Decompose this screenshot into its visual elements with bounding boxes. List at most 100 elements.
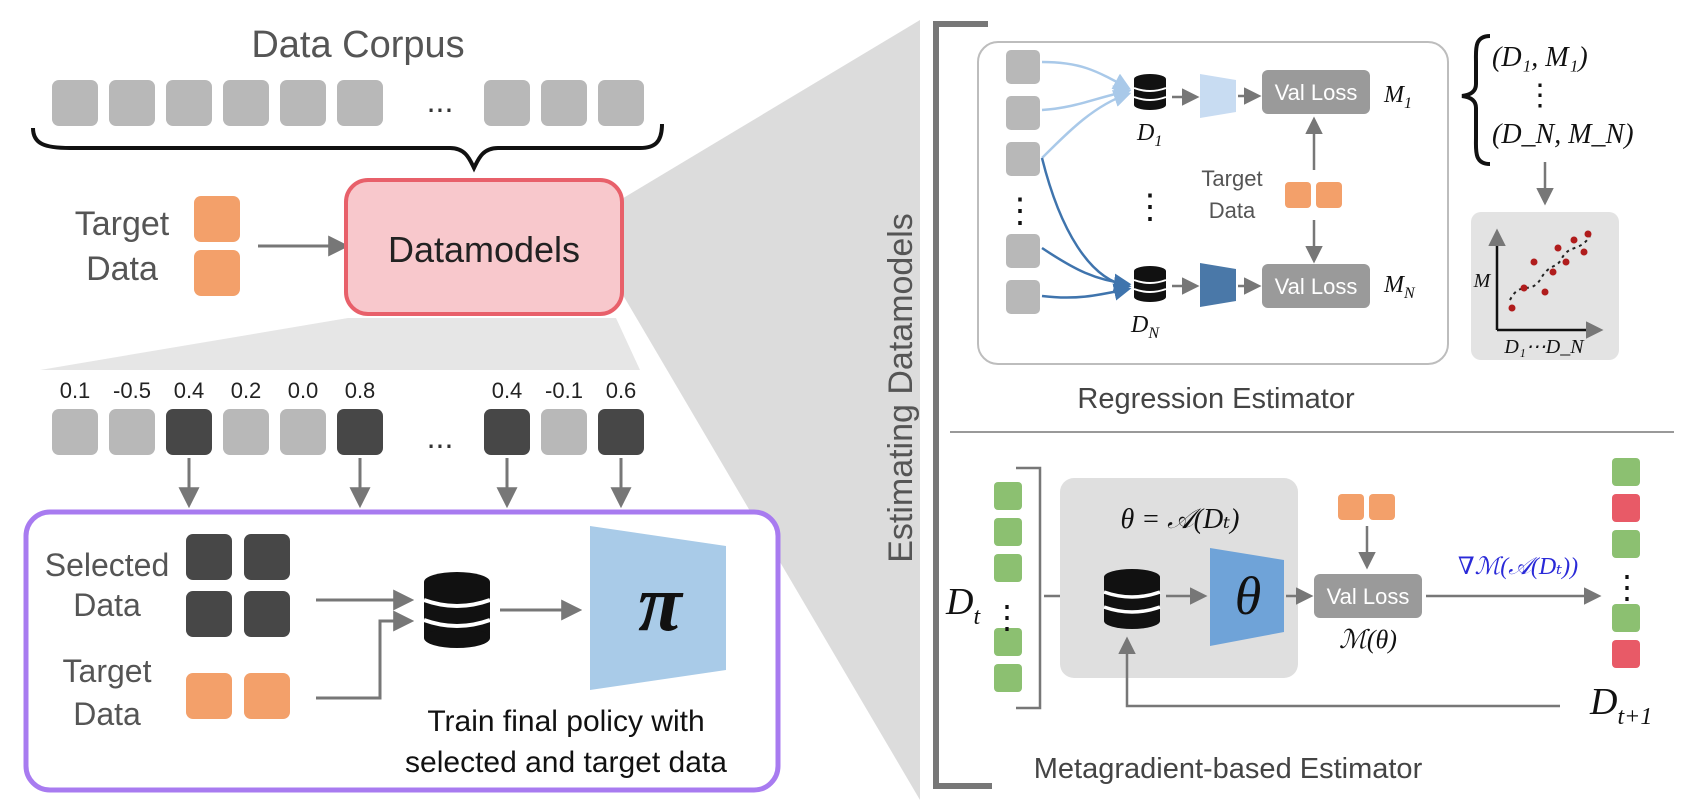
corpus-block (166, 80, 212, 126)
target-label-1: Target (75, 205, 170, 243)
selected-label-1: Selected (45, 547, 170, 583)
score-label: 0.4 (492, 378, 523, 403)
scatter-xlabel: D₁⋯D_N (1503, 336, 1585, 358)
target2-label-2: Data (73, 696, 141, 732)
theta-equation: θ = 𝒜(Dₜ) (1121, 504, 1240, 535)
target2-block-2 (244, 673, 290, 719)
db-icon-d1 (1133, 74, 1167, 110)
theta-symbol: θ (1235, 566, 1262, 626)
regression-sample-block (1006, 96, 1040, 130)
pairs-brace (1461, 34, 1491, 166)
corpus-block (280, 80, 326, 126)
dt-label: Dt (945, 581, 981, 630)
pair-n: (D_N, M_N) (1492, 119, 1634, 150)
val-loss-1-label: Val Loss (1275, 80, 1358, 105)
dt1-block-red (1612, 640, 1640, 668)
score-block (280, 409, 326, 455)
score-label: 0.1 (60, 378, 91, 403)
reg-target-label-1: Target (1201, 166, 1262, 191)
score-label: 0.6 (606, 378, 637, 403)
corpus-ellipsis: ... (427, 83, 454, 119)
vertical-title: Estimating Datamodels (882, 213, 920, 563)
score-label: -0.1 (545, 378, 583, 403)
scatter-plot-panel (1471, 212, 1619, 360)
metagrad-valloss-box (1314, 574, 1422, 618)
scatter-ylabel: M (1473, 270, 1492, 292)
corpus-block (541, 80, 587, 126)
regression-caption: Regression Estimator (1077, 383, 1355, 415)
datamodels-label: Datamodels (388, 229, 580, 270)
corpus-block (337, 80, 383, 126)
corpus-block (223, 80, 269, 126)
policy-symbol: π (638, 560, 684, 648)
model-1-shape (1200, 74, 1236, 118)
dt1-block-green (1612, 458, 1640, 486)
dt-block (994, 518, 1022, 546)
regression-sample-blocks (1006, 50, 1040, 314)
scatter-trend-line (1509, 235, 1591, 301)
selected-score-block (598, 409, 644, 455)
selected-block-1 (186, 534, 232, 580)
regression-sample-block (1006, 50, 1040, 84)
reg-target-block-1 (1285, 182, 1311, 208)
metagrad-target-block-2 (1369, 494, 1395, 520)
selected-block-2 (244, 534, 290, 580)
dt1-block-green (1612, 604, 1640, 632)
dt-block (994, 628, 1022, 656)
regression-sample-block (1006, 142, 1040, 176)
dt1-label: Dt+1 (1589, 681, 1652, 730)
target-block-2 (194, 250, 240, 296)
reg-target-block-2 (1316, 182, 1342, 208)
gradient-label: ∇ℳ(𝒜(Dₜ)) (1458, 554, 1578, 580)
score-block (109, 409, 155, 455)
dn-label: DN (1130, 312, 1160, 342)
score-block (223, 409, 269, 455)
regression-middle-ellipsis: ⋮ (1133, 189, 1167, 226)
zoom-wedge-right (620, 20, 920, 800)
theta-model-shape (1210, 548, 1284, 646)
score-label: 0.8 (345, 378, 376, 403)
target2-label-1: Target (63, 653, 152, 689)
score-label: 0.2 (231, 378, 262, 403)
metagrad-caption: Metagradient-based Estimator (1034, 753, 1423, 785)
corpus-brace (31, 123, 664, 173)
dt-block (994, 554, 1022, 582)
selected-block-4 (244, 591, 290, 637)
dt1-blocks-ellipsis: ⋮ (1611, 569, 1643, 605)
val-loss-n-box (1262, 264, 1370, 308)
feedback-loop-arrow (1118, 636, 1560, 708)
m1-label: M1 (1383, 82, 1412, 112)
train-caption-1: Train final policy with (427, 705, 704, 738)
dt-block (994, 482, 1022, 510)
val-loss-1-box (1262, 70, 1370, 114)
dt1-block-red (1612, 494, 1640, 522)
corpus-block (484, 80, 530, 126)
metagrad-blocks-ellipsis: ⋮ (991, 599, 1023, 635)
selection-arrows (178, 458, 632, 509)
corpus-block (598, 80, 644, 126)
policy-network-shape (590, 526, 726, 690)
regression-sampling-curves (1040, 60, 1132, 301)
val-loss-n-label: Val Loss (1275, 274, 1358, 299)
pair-1: (D₁, M₁) (1492, 42, 1588, 73)
metagrad-target-block-1 (1338, 494, 1364, 520)
score-label: 0.0 (288, 378, 319, 403)
score-label: -0.5 (113, 378, 151, 403)
score-blocks (52, 409, 644, 455)
target-to-db-arrow (316, 610, 415, 700)
right-bracket (933, 21, 992, 789)
dt1-block-green (1612, 530, 1640, 558)
target-block-1 (194, 196, 240, 242)
selected-score-block (337, 409, 383, 455)
metagrad-dt-blocks (994, 482, 1022, 692)
regression-sample-block (1006, 280, 1040, 314)
corpus-block (52, 80, 98, 126)
db-icon-dn (1133, 266, 1167, 302)
score-label: 0.4 (174, 378, 205, 403)
selected-score-block (484, 409, 530, 455)
scatter-points (1508, 230, 1592, 312)
datamodels-box (344, 178, 624, 316)
train-caption-2: selected and target data (405, 746, 727, 779)
target-label-2: Data (86, 250, 158, 288)
